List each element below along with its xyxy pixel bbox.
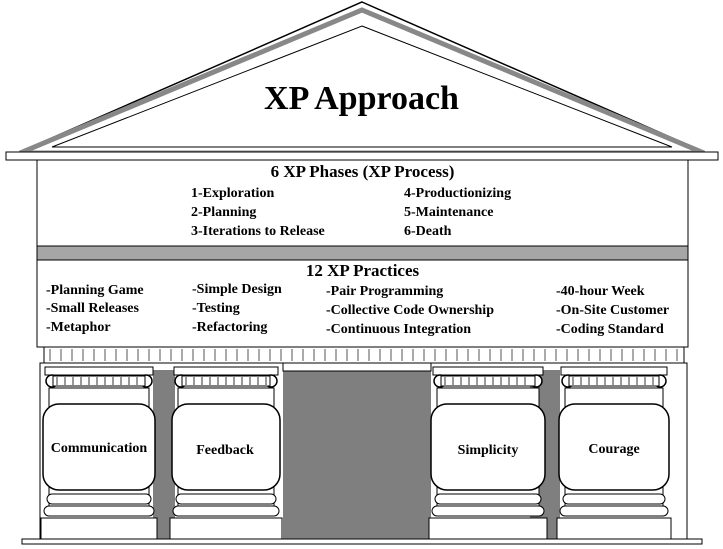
- phase-item: 5-Maintenance: [404, 205, 494, 220]
- gap-1: [153, 370, 175, 540]
- column-courage: [556, 366, 672, 541]
- phases-panel: [36, 159, 689, 247]
- pillar-label-feedback: Feedback: [196, 443, 254, 458]
- roof: [5, 1, 719, 161]
- pillar-label-courage: Courage: [588, 442, 640, 457]
- phase-item: 6-Death: [404, 224, 452, 239]
- ground-step: [21, 538, 703, 545]
- column-feedback: [169, 366, 283, 541]
- practice-item: -Testing: [192, 301, 240, 316]
- practice-item: -Refactoring: [192, 320, 268, 335]
- doorway: [283, 366, 431, 540]
- divider-band: [36, 245, 689, 261]
- practice-item: -Collective Code Ownership: [326, 303, 494, 318]
- practice-item: -Coding Standard: [556, 322, 664, 337]
- pillar-label-simplicity: Simplicity: [457, 443, 519, 458]
- practice-item: -Small Releases: [46, 301, 139, 316]
- practice-item: -40-hour Week: [556, 284, 645, 299]
- column-communication: [40, 366, 158, 541]
- phase-item: 1-Exploration: [191, 186, 275, 201]
- practice-item: -Metaphor: [46, 320, 111, 335]
- practice-item: -On-Site Customer: [556, 303, 670, 318]
- phases-heading: 6 XP Phases (XP Process): [270, 162, 455, 181]
- practices-panel: [36, 259, 689, 348]
- dentil-strip: [43, 346, 685, 364]
- pillar-label-communication: Communication: [50, 441, 148, 456]
- practice-item: -Simple Design: [192, 282, 282, 297]
- column-simplicity: [428, 366, 548, 541]
- practice-item: -Continuous Integration: [326, 322, 472, 337]
- phase-item: 2-Planning: [191, 205, 257, 220]
- practice-item: -Pair Programming: [326, 284, 444, 299]
- practice-item: -Planning Game: [46, 283, 144, 298]
- diagram-title: XP Approach: [264, 80, 459, 117]
- phase-item: 4-Productionizing: [404, 186, 512, 201]
- phase-item: 3-Iterations to Release: [191, 224, 325, 239]
- practices-heading: 12 XP Practices: [305, 261, 420, 280]
